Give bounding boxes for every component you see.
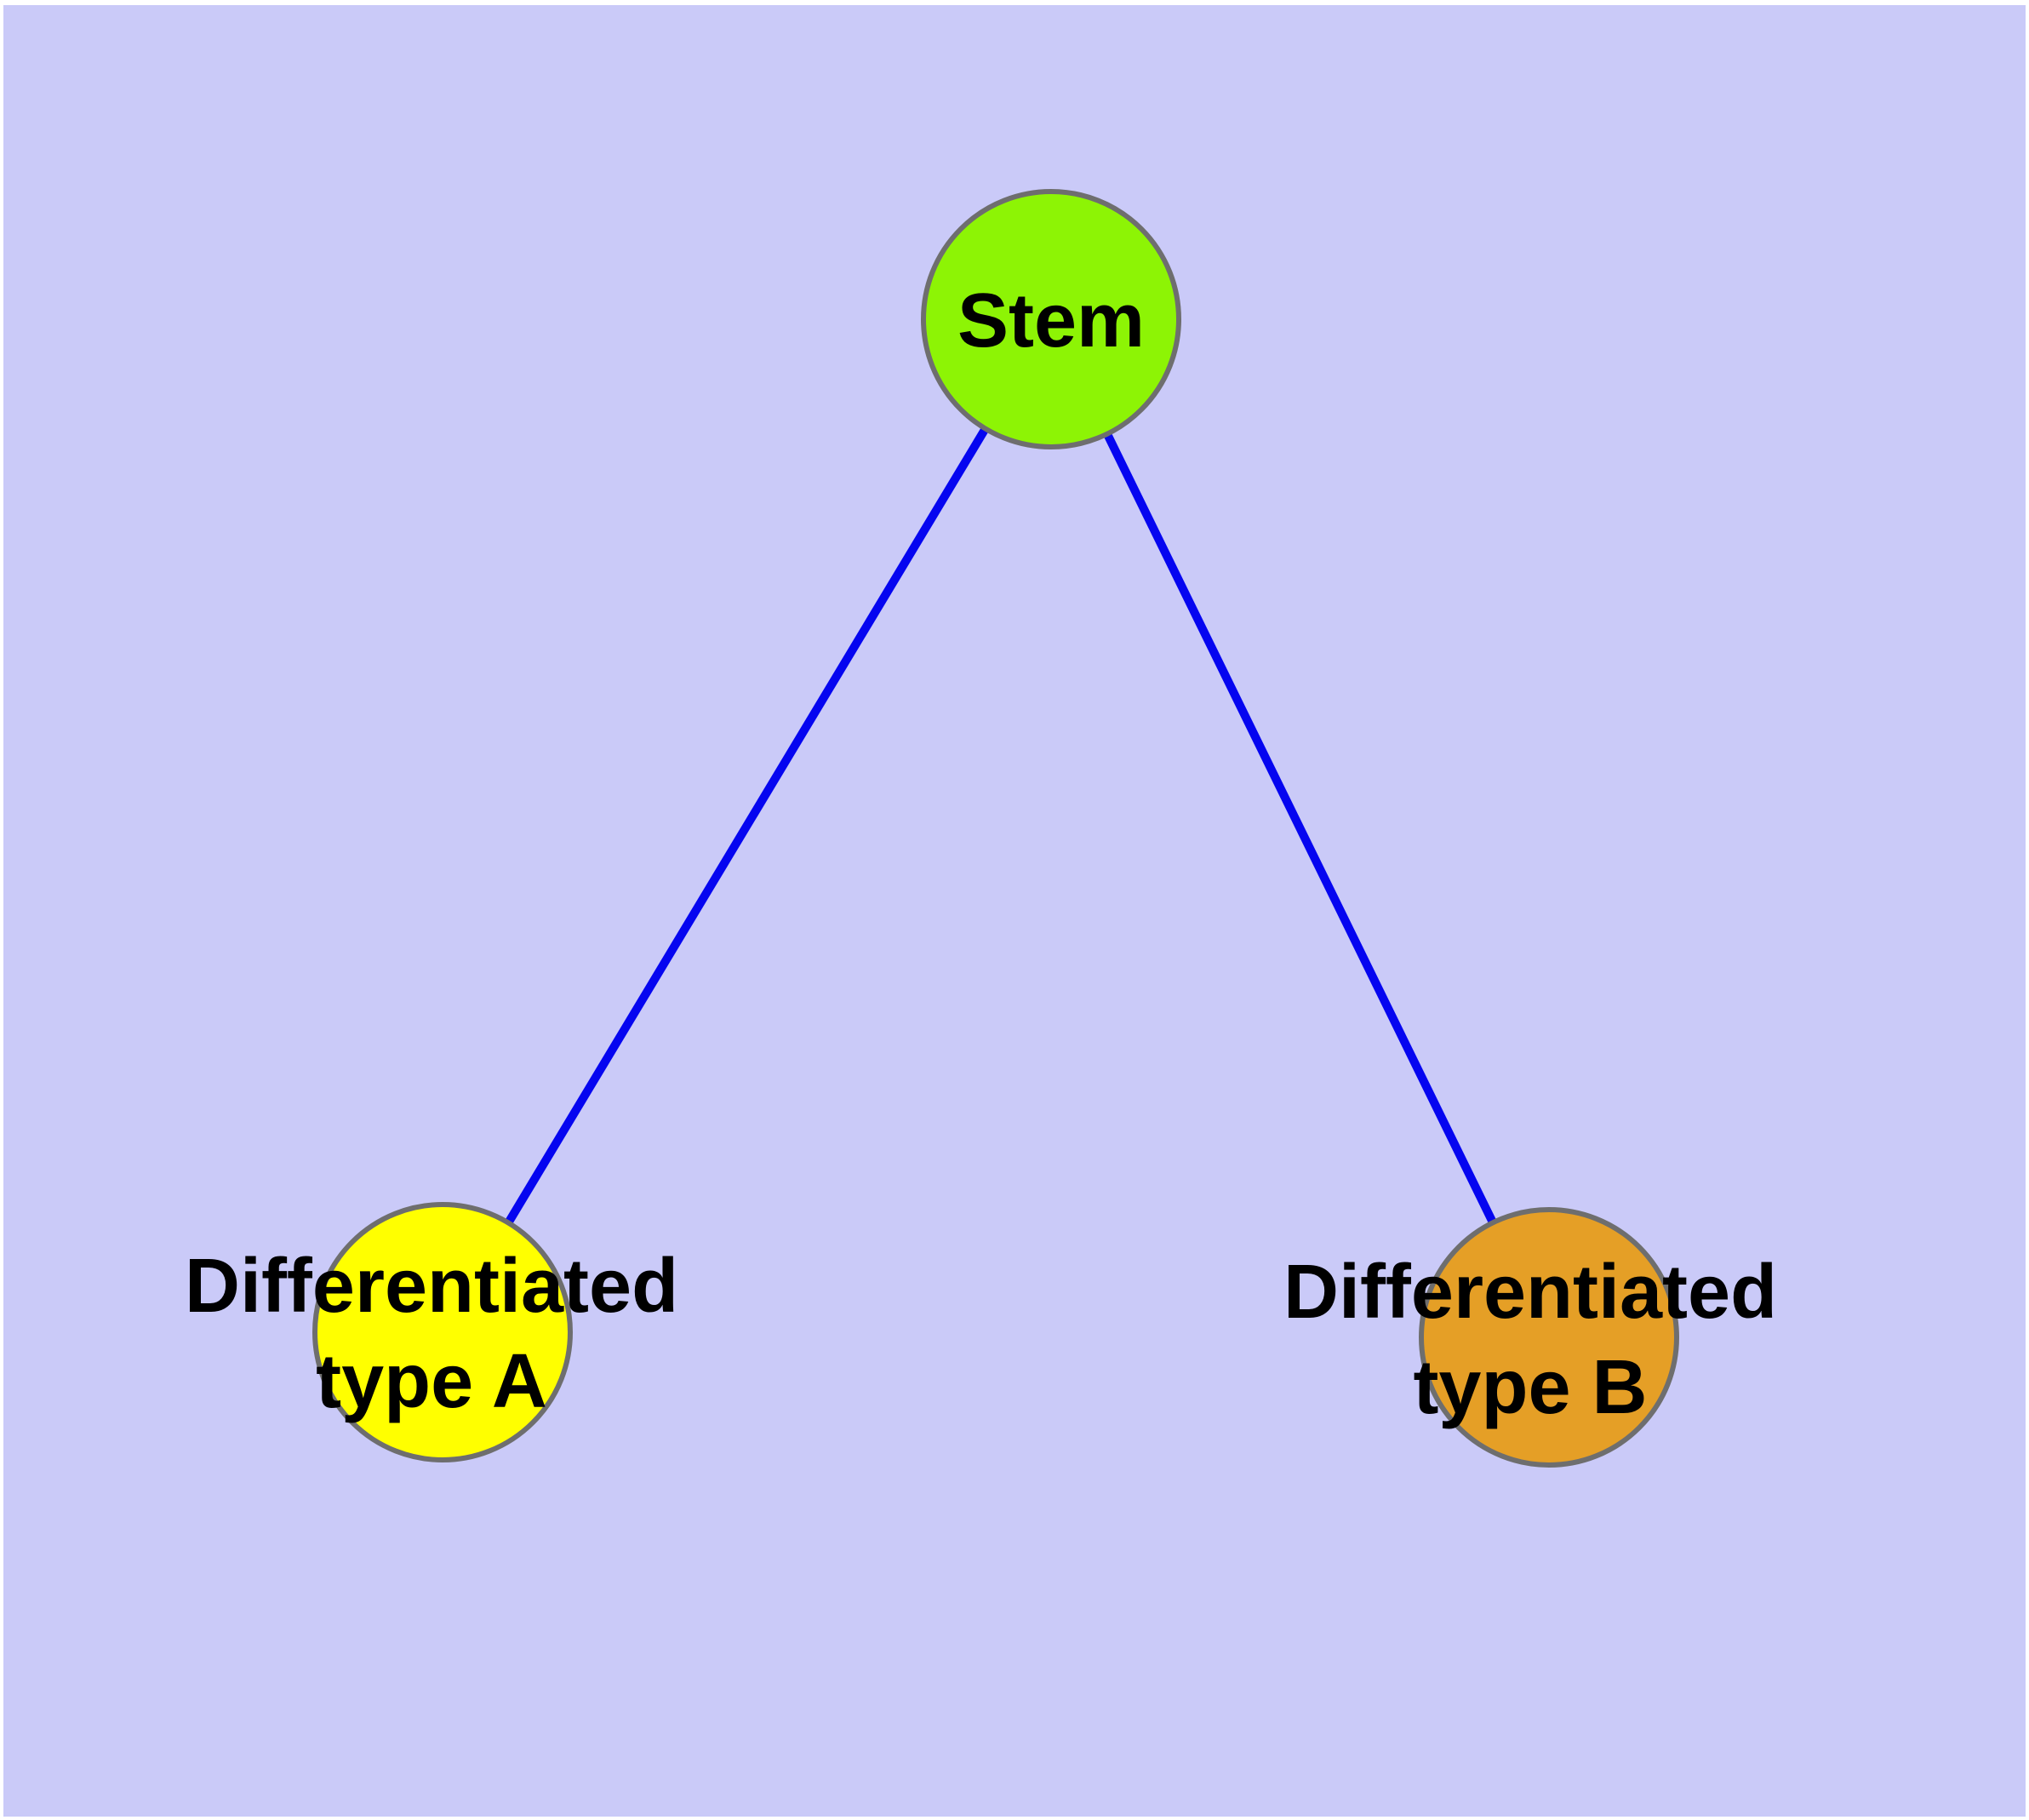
node-stem-circle [921,189,1181,449]
node-type-b-label: Differentiated type B [1283,1250,1778,1430]
node-type-a-circle [312,1202,573,1462]
node-type-b-circle [1419,1207,1679,1468]
edge-stem-to-type-a [438,317,1055,1335]
node-type-a-label: Differentiated type A [184,1244,679,1424]
edge-stem-to-type-b [1047,317,1553,1340]
node-stem-label: Stem [957,278,1146,363]
